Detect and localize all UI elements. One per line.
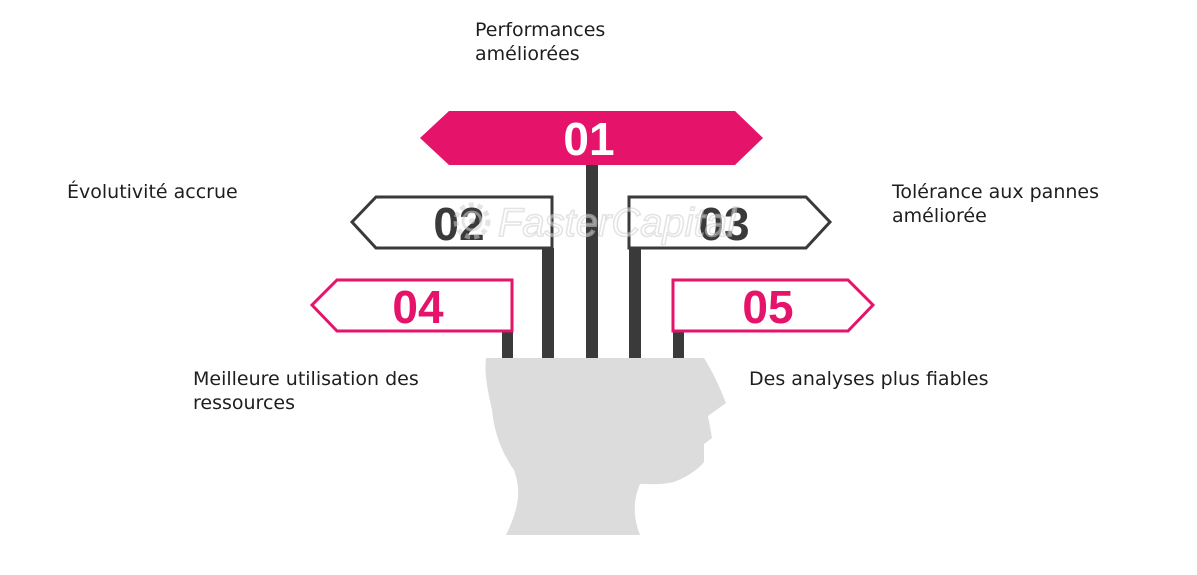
label-04-line-2: ressources: [193, 392, 295, 414]
label-02-line-1: Évolutivité accrue: [67, 181, 238, 203]
post-05: [673, 331, 684, 358]
sign-05: [671, 278, 876, 333]
post-02: [542, 248, 554, 358]
sign-03: [627, 195, 833, 250]
sign-05-number: 05: [742, 281, 793, 333]
post-03: [629, 248, 641, 358]
label-04-line-1: Meilleure utilisation des: [193, 368, 419, 390]
watermark-text: FasterCapital: [498, 201, 737, 245]
sign-03-number: 03: [698, 198, 749, 250]
label-03-line-1: Tolérance aux pannes: [892, 181, 1099, 203]
sign-02: [349, 195, 554, 250]
label-evolutivite: Évolutivité accrue: [67, 180, 238, 204]
label-analyses: Des analyses plus fiables: [749, 367, 989, 391]
sign-01: [420, 111, 763, 165]
label-01-line-1: Performances: [475, 19, 606, 41]
post-01: [586, 165, 598, 358]
gear-icon: [453, 202, 491, 240]
label-tolerance: Tolérance aux pannes améliorée: [892, 180, 1099, 228]
head-silhouette: [485, 358, 726, 535]
sign-01-number: 01: [563, 113, 614, 165]
sign-04-number: 04: [392, 281, 444, 333]
sign-04: [309, 278, 514, 333]
post-04: [502, 331, 513, 358]
label-utilisation: Meilleure utilisation des ressources: [193, 367, 419, 415]
label-performances: Performances améliorées: [475, 18, 605, 66]
sign-02-number: 02: [433, 198, 484, 250]
watermark: FasterCapital: [453, 200, 738, 246]
label-05-line-1: Des analyses plus fiables: [749, 368, 989, 390]
label-01-line-2: améliorées: [475, 43, 580, 65]
label-03-line-2: améliorée: [892, 205, 987, 227]
